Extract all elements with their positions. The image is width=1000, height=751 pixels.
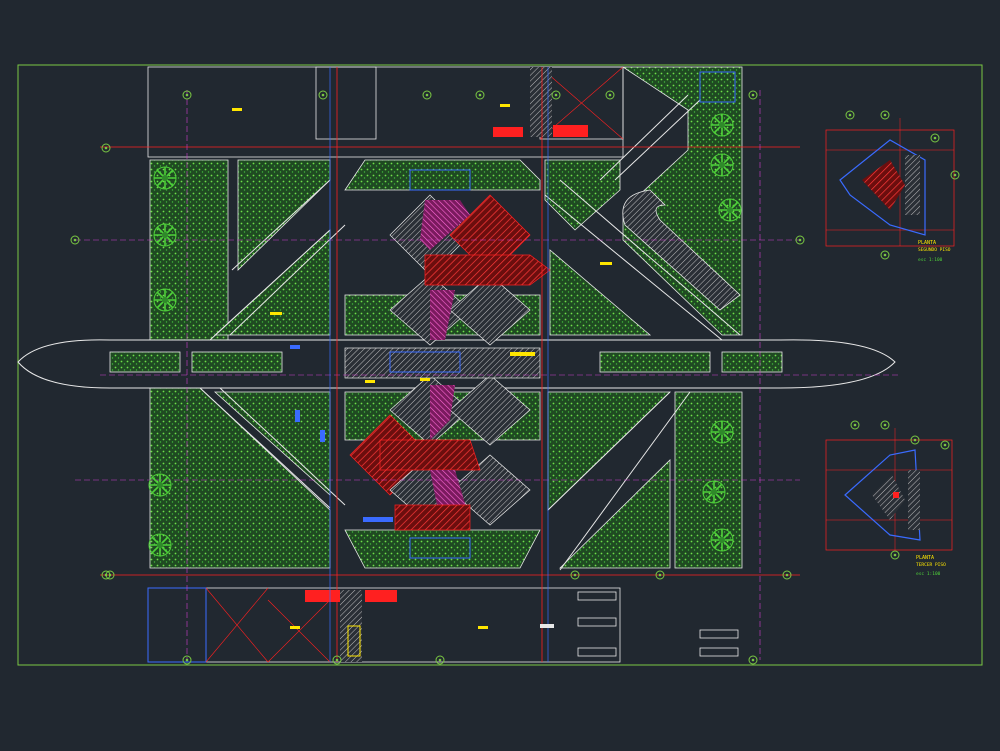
detail-bottom-subtitle: TERCER PISO — [916, 562, 946, 568]
detail-bottom-scale: esc 1:100 — [916, 571, 941, 577]
annotation-markers — [232, 71, 736, 657]
parking-loop — [622, 189, 741, 311]
detail-top-scale: esc 1:100 — [918, 257, 943, 263]
outer-frame — [17, 64, 983, 666]
axis-lines — [75, 67, 900, 662]
terminal-top — [389, 169, 551, 346]
terminal-bottom — [349, 374, 531, 559]
detail-top-subtitle: SEGUNDO PISO — [918, 247, 951, 253]
detail-top-title: PLANTA — [918, 240, 936, 246]
detail-plan-second-floor: PLANTA SEGUNDO PISO esc 1:100 — [825, 110, 960, 263]
detail-bottom-title: PLANTA — [916, 555, 934, 561]
diagonal-roads — [199, 94, 741, 571]
detail-plan-third-floor: PLANTA TERCER PISO esc 1:100 — [825, 420, 953, 577]
site-plan — [17, 66, 900, 665]
main-boulevard — [17, 339, 896, 389]
